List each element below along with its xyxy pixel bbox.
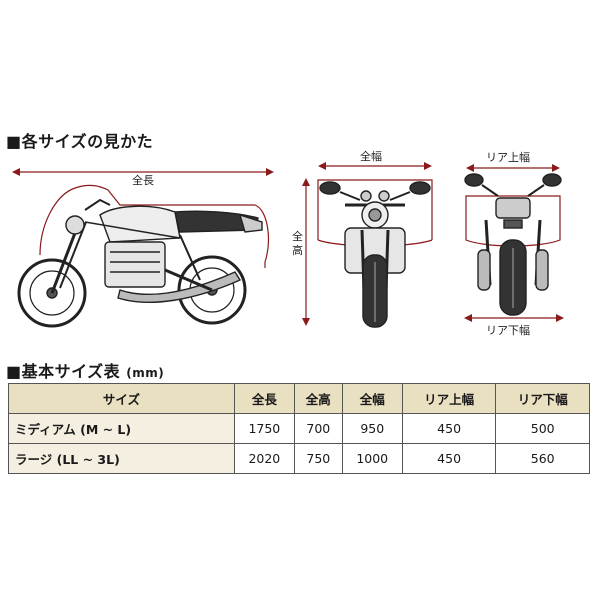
height-label-char-2: 高: [292, 243, 303, 257]
cell-rear-top-width: 450: [401, 443, 497, 474]
cell-width: 1000: [341, 443, 403, 474]
motorcycle-side-view: [17, 184, 270, 328]
cell-length: 1750: [233, 413, 295, 444]
column-header-rear-bottom-width: リア下幅: [495, 383, 590, 414]
table-row: ラージ (LL ~ 3L) 2020 750 1000 450 560: [8, 443, 590, 474]
rear-bottom-width-dimension-arrow: [464, 314, 564, 322]
cell-height: 750: [293, 443, 343, 474]
column-header-height: 全高: [293, 383, 343, 414]
column-header-size: サイズ: [8, 383, 235, 414]
length-label: 全長: [132, 173, 154, 187]
cell-rear-top-width: 450: [401, 413, 497, 444]
rear-bottom-width-label: リア下幅: [486, 324, 530, 337]
cell-width: 950: [341, 413, 403, 444]
height-label: 全 高: [292, 229, 307, 257]
row-header-size-name: ラージ (LL ~ 3L): [8, 443, 235, 474]
rear-top-width-label: リア上幅: [486, 151, 530, 164]
cell-rear-bottom-width: 560: [495, 443, 590, 474]
column-header-rear-top-width: リア上幅: [401, 383, 497, 414]
size-table: サイズ 全長 全高 全幅 リア上幅 リア下幅 ミディアム (M ~ L) 175…: [8, 383, 590, 474]
section-heading-size-guide: ■各サイズの見かた: [6, 128, 153, 152]
motorcycle-rear-view: [464, 173, 562, 316]
section-title: ■各サイズの見かた: [6, 132, 154, 151]
table-row: ミディアム (M ~ L) 1750 700 950 450 500: [8, 413, 590, 444]
motorcycle-front-view: [317, 179, 433, 328]
length-dimension-arrow: [12, 168, 274, 176]
cell-height: 700: [293, 413, 343, 444]
column-header-length: 全長: [233, 383, 295, 414]
row-header-size-name: ミディアム (M ~ L): [8, 413, 235, 444]
cell-length: 2020: [233, 443, 295, 474]
front-width-dimension-arrow: [318, 162, 432, 170]
height-label-char-1: 全: [292, 229, 303, 243]
height-dimension-arrow: [302, 178, 310, 326]
column-header-width: 全幅: [341, 383, 403, 414]
table-header-row: サイズ 全長 全高 全幅 リア上幅 リア下幅: [8, 383, 590, 414]
rear-top-width-dimension-arrow: [466, 164, 560, 172]
width-label: 全幅: [360, 149, 382, 163]
unit-label: (mm): [126, 366, 165, 380]
cell-rear-bottom-width: 500: [495, 413, 590, 444]
section-heading-size-table: ■基本サイズ表 (mm): [6, 358, 164, 382]
section-title: ■基本サイズ表: [6, 362, 121, 381]
